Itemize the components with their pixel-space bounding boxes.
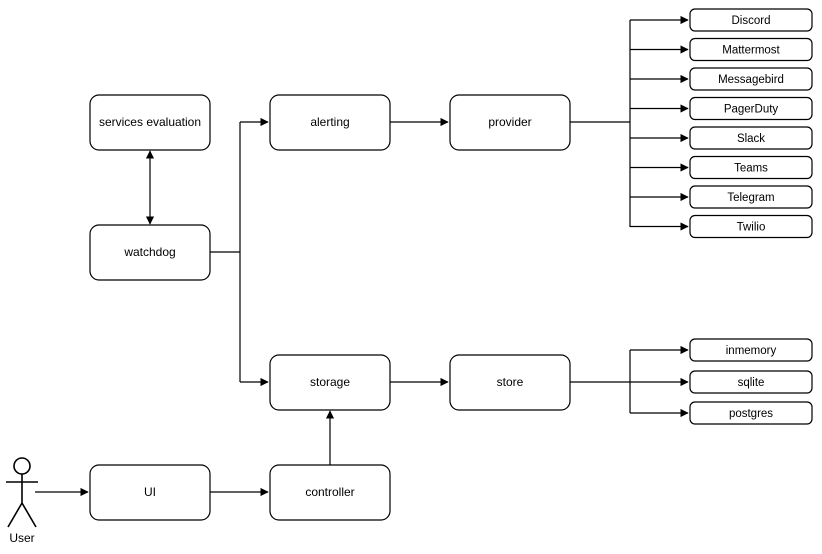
provider-leaf[interactable]: Mattermost [689,37,813,62]
provider-leaf[interactable]: Twilio [689,214,813,239]
provider-leaf-box[interactable] [689,67,813,91]
store-leaf[interactable]: postgres [689,401,813,425]
actor-label: User [9,531,34,545]
provider-leaf[interactable]: Discord [689,8,813,32]
provider-leaf-label: Twilio [737,222,766,234]
node-provider-label: provider [488,115,531,129]
actor-body-icon [6,474,38,528]
node-controller-label: controller [305,485,354,499]
actor-user: User [6,457,38,545]
node-controller-box[interactable] [269,464,391,521]
provider-leaf-box[interactable] [689,126,813,150]
store-leaf-label: sqlite [738,377,765,389]
node-ui-box[interactable] [89,464,211,521]
node-provider[interactable]: provider [449,94,571,151]
node-provider-box[interactable] [449,94,571,151]
provider-leaf[interactable]: Teams [689,155,813,180]
provider-leaf-label: Mattermost [722,45,780,57]
provider-leaf[interactable]: Telegram [689,185,813,209]
node-controller[interactable]: controller [269,464,391,521]
provider-leaf-list: Discord Mattermost Messagebird PagerDuty… [689,8,813,239]
store-leaf[interactable]: inmemory [689,338,813,362]
provider-leaf[interactable]: Messagebird [689,67,813,91]
provider-leaf[interactable]: PagerDuty [689,96,813,121]
store-leaf[interactable]: sqlite [689,370,813,394]
provider-leaf-box[interactable] [689,214,813,239]
store-leaf-box[interactable] [689,401,813,425]
provider-leaf-box[interactable] [689,8,813,32]
store-leaf-box[interactable] [689,338,813,362]
provider-leaf-box[interactable] [689,185,813,209]
node-services-evaluation-box[interactable] [89,94,211,151]
node-ui[interactable]: UI [89,464,211,521]
provider-leaf-label: Teams [734,163,768,175]
provider-leaf-label: Telegram [727,192,774,204]
node-store[interactable]: store [449,354,571,411]
provider-leaf-box[interactable] [689,37,813,62]
provider-leaf-box[interactable] [689,96,813,121]
node-alerting-label: alerting [310,115,349,129]
node-alerting[interactable]: alerting [269,94,391,151]
store-leaf-list: inmemory sqlite postgres [689,338,813,425]
node-watchdog-label: watchdog [123,245,175,259]
provider-leaf-label: Messagebird [718,74,784,86]
provider-leaf[interactable]: Slack [689,126,813,150]
node-storage-box[interactable] [269,354,391,411]
node-store-label: store [497,375,524,389]
provider-leaf-label: Discord [732,15,771,27]
node-watchdog[interactable]: watchdog [89,224,211,281]
node-storage-label: storage [310,375,350,389]
node-alerting-box[interactable] [269,94,391,151]
node-ui-label: UI [144,485,156,499]
provider-leaf-label: Slack [737,133,765,145]
node-watchdog-box[interactable] [89,224,211,281]
stick-figure-actor-icon [13,457,31,475]
provider-leaf-box[interactable] [689,155,813,180]
provider-leaf-label: PagerDuty [724,104,779,116]
store-leaf-box[interactable] [689,370,813,394]
node-store-box[interactable] [449,354,571,411]
node-services-evaluation[interactable]: services evaluation [89,94,211,151]
node-services-evaluation-label: services evaluation [99,115,201,129]
node-storage[interactable]: storage [269,354,391,411]
store-leaf-label: postgres [729,408,773,420]
store-leaf-label: inmemory [726,345,777,357]
